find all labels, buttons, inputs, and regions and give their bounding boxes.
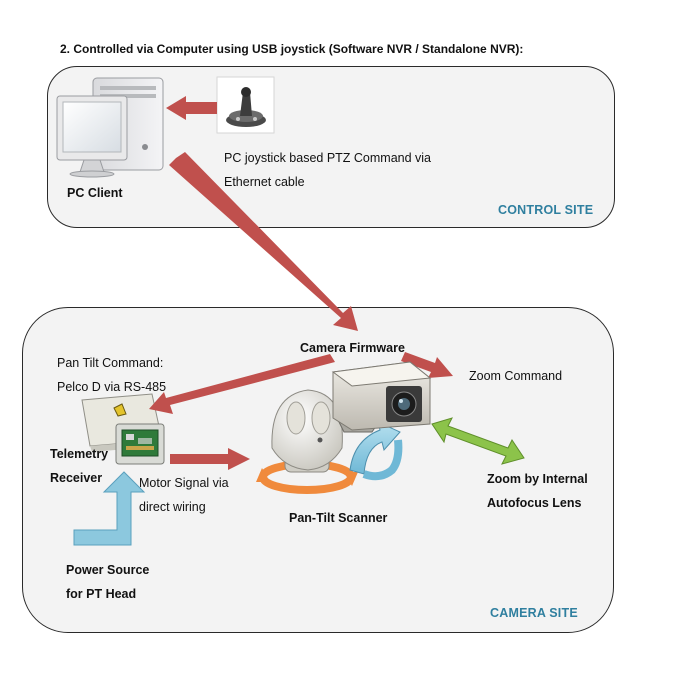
pan-tilt-command-line2: Pelco D via RS-485 [57, 380, 167, 394]
camera-to-zoom-arrow [401, 352, 453, 378]
telemetry-label-line2: Receiver [50, 471, 103, 485]
camera-firmware-label: Camera Firmware [300, 341, 405, 355]
zoom-lens-line2: Autofocus Lens [487, 496, 582, 510]
pan-tilt-command-line1: Pan Tilt Command: [57, 356, 164, 370]
pc-client-icon [56, 77, 164, 178]
tilt-rotation-arrow [349, 421, 403, 481]
pan-tilt-scanner-label: Pan-Tilt Scanner [289, 511, 388, 525]
pc-to-firmware-arrow [169, 152, 358, 331]
joystick-to-pc-arrow [166, 96, 217, 120]
motor-signal-line1: Motor Signal via [139, 476, 229, 490]
power-source-arrow [73, 471, 146, 546]
power-source-line1: Power Source [66, 563, 150, 577]
power-source-line2: for PT Head [66, 587, 137, 601]
box-camera-icon [331, 361, 432, 433]
motor-signal-line2: direct wiring [139, 500, 206, 514]
pan-tilt-scanner-icon [271, 389, 343, 473]
firmware-to-telemetry-arrow [149, 354, 335, 414]
zoom-lens-double-arrow [431, 417, 525, 465]
joystick-icon [216, 76, 275, 134]
pc-client-label: PC Client [67, 186, 123, 200]
control-site-label: CONTROL SITE [498, 203, 594, 217]
zoom-lens-line1: Zoom by Internal [487, 472, 588, 486]
zoom-command-label: Zoom Command [469, 369, 563, 383]
joystick-caption-line1: PC joystick based PTZ Command via [224, 151, 432, 165]
camera-site-label: CAMERA SITE [490, 606, 578, 620]
telemetry-to-scanner-arrow [170, 448, 250, 470]
heading: 2. Controlled via Computer using USB joy… [60, 42, 524, 56]
telemetry-label-line1: Telemetry [50, 447, 109, 461]
joystick-caption-line2: Ethernet cable [224, 175, 305, 189]
telemetry-receiver-icon [81, 393, 165, 465]
